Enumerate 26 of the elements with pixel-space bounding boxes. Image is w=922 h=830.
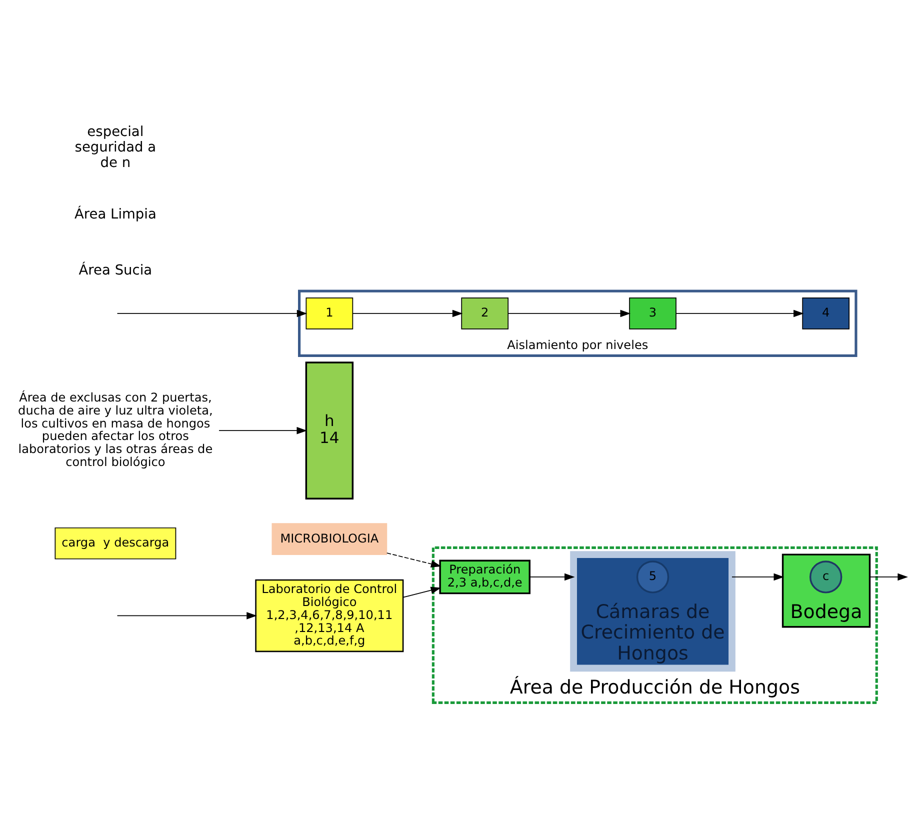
node-box: MICROBIOLOGIA — [272, 522, 388, 554]
node-text: Área de exclusas con 2 puertas, ducha de aire y luz ultra violeta, los cultivos en masa de hongos pueden afectar los otros laboratorios y las otras áreas de control biológico — [18, 390, 213, 469]
arrow — [116, 612, 257, 619]
node-box: 1 — [306, 297, 354, 329]
arrow — [508, 309, 631, 317]
node-box: 3 — [629, 297, 676, 329]
node-box: 2 — [461, 297, 509, 329]
arrow — [676, 309, 804, 317]
arrow — [352, 309, 463, 317]
label: Área Limpia — [74, 206, 156, 222]
arrow — [869, 572, 908, 580]
node-box: Laboratorio de Control Biológico 1,2,3,4,6,7,8,9,10,11 ,12,13,14 A a,b,c,d,e,f,g — [255, 578, 404, 652]
node-box: carga y descarga — [54, 526, 176, 559]
arrow — [732, 572, 784, 580]
arrow — [218, 426, 308, 434]
node-circle: 5 — [636, 560, 670, 593]
node-box: Preparación 2,3 a,b,c,d,e — [439, 559, 530, 594]
arrow — [386, 552, 442, 567]
node-box: 4 — [802, 297, 850, 329]
node-circle: c — [809, 560, 842, 593]
label: Área Sucia — [78, 262, 152, 278]
arrow — [402, 586, 442, 598]
label: especial seguridad a de n — [74, 123, 156, 170]
arrow — [116, 309, 308, 317]
node-box: h 14 — [305, 361, 354, 499]
arrow — [529, 572, 575, 580]
